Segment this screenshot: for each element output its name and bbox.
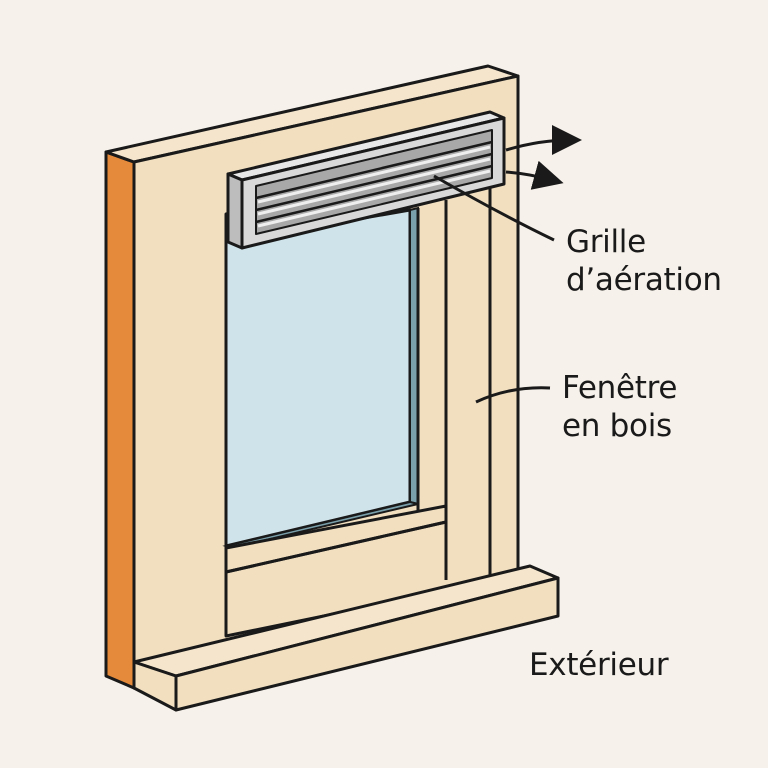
exterior-label: Extérieur bbox=[529, 647, 669, 683]
grille-slat-highlight bbox=[257, 169, 491, 228]
window-leader-line bbox=[475, 386, 551, 404]
grille-slat-highlight bbox=[257, 157, 491, 216]
grille-slat bbox=[255, 140, 493, 200]
grille-leader-line bbox=[433, 174, 555, 242]
airflow-arrow bbox=[505, 125, 582, 156]
sash-rail-line bbox=[225, 520, 447, 574]
window-label-line2: en bois bbox=[562, 408, 672, 444]
grille-slat-highlight bbox=[257, 145, 491, 204]
window-label: Fenêtre en bois bbox=[562, 369, 677, 445]
glass-pane bbox=[224, 208, 412, 548]
grille-slat bbox=[255, 164, 493, 224]
wall-side-edge bbox=[104, 150, 136, 690]
airflow-arrow bbox=[505, 160, 564, 190]
window-label-line1: Fenêtre bbox=[562, 370, 678, 406]
grille-label: Grille d’aération bbox=[566, 223, 722, 299]
grille-housing-front bbox=[226, 172, 244, 250]
grille-slat bbox=[255, 152, 493, 212]
window-sill-side bbox=[132, 660, 178, 712]
grille-label-line2: d’aération bbox=[566, 262, 722, 298]
grille-label-line1: Grille bbox=[566, 224, 646, 260]
